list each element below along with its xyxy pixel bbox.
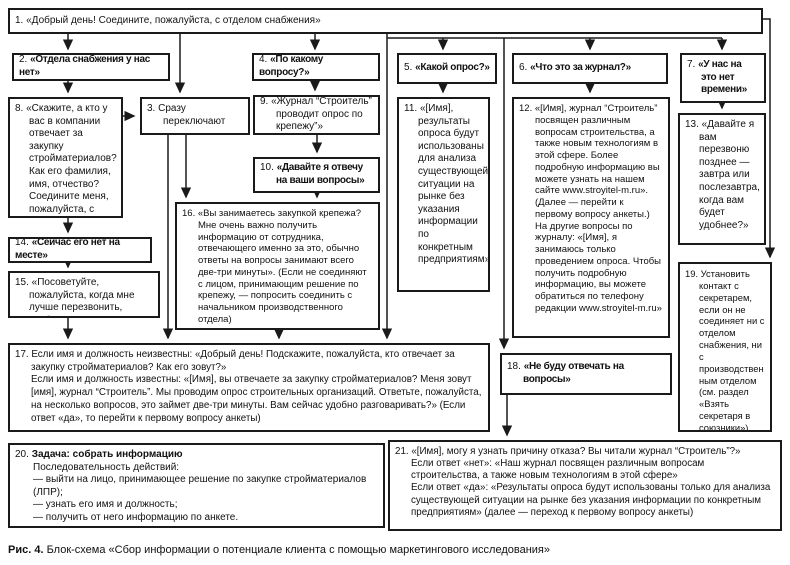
box-12-magazine-info: 12. «[Имя], журнал “Строитель” посвящен … <box>512 97 670 338</box>
box-20-text: 20. Задача: собрать информацию Последова… <box>15 449 378 525</box>
box-15-when-call-back: 15. «Посоветуйте, пожалуйста, когда мне … <box>8 271 160 318</box>
box-18-text: 18. «Не буду отвечать на вопросы» <box>507 361 624 385</box>
box-5-what-survey: 5. «Какой опрос?» <box>397 53 497 84</box>
box-8-text: 8. «Скажите, а кто у вас в компании отве… <box>15 103 117 215</box>
box-12-text: 12. «[Имя], журнал “Строитель” посвящен … <box>519 103 662 315</box>
box-18-refuse-answer: 18. «Не буду отвечать на вопросы» <box>500 353 672 395</box>
box-3-transferred: 3. Сразу переключают <box>140 97 250 135</box>
box-19-secretary-contact: 19. Установить контакт с секретарем, есл… <box>678 262 772 432</box>
box-7-no-time: 7. «У нас на это нет времени» <box>680 53 766 103</box>
box-2-no-supply-dept: 2. «Отдела снабжения у нас нет» <box>12 53 170 81</box>
box-13-text: 13. «Давайте я вам перезвоню позднее — з… <box>685 119 760 231</box>
figure-caption-text: Блок-схема «Сбор информации о потенциале… <box>43 544 550 556</box>
box-13-call-back-later: 13. «Давайте я вам перезвоню позднее — з… <box>678 113 766 245</box>
box-21-refusal-reason: 21. «[Имя], могу я узнать причину отказа… <box>388 440 782 531</box>
box-9-magazine-survey: 9. «Журнал “Строитель” проводит опрос по… <box>253 95 380 135</box>
box-6-text: 6. «Что это за журнал?» <box>519 62 631 74</box>
box-2-text: 2. «Отдела снабжения у нас нет» <box>19 54 150 78</box>
box-16-fastener-question: 16. «Вы занимаетесь закупкой крепежа? Мн… <box>175 202 380 330</box>
box-21-text: 21. «[Имя], могу я узнать причину отказа… <box>395 446 771 518</box>
box-19-text: 19. Установить контакт с секретарем, есл… <box>685 268 765 432</box>
box-11-results-usage: 11. «[Имя], результаты опроса будут испо… <box>397 97 490 292</box>
box-7-text: 7. «У нас на это нет времени» <box>687 59 747 96</box>
box-6-what-magazine: 6. «Что это за журнал?» <box>512 53 668 84</box>
box-10-text: 10. «Давайте я отвечу на ваши вопросы» <box>260 162 365 186</box>
box-3-text: 3. Сразу переключают <box>147 103 226 127</box>
box-17-decision-maker-talk: 17. Если имя и должность неизвестны: «До… <box>8 343 490 432</box>
box-5-text: 5. «Какой опрос?» <box>404 62 490 74</box>
box-14-text: 14. «Сейчас его нет на месте» <box>15 237 120 261</box>
box-20-title: 20. Задача: собрать информацию <box>15 449 183 460</box>
box-9-text: 9. «Журнал “Строитель” проводит опрос по… <box>260 96 372 133</box>
box-17-text: 17. Если имя и должность неизвестны: «До… <box>15 349 482 424</box>
box-20-task: 20. Задача: собрать информацию Последова… <box>8 443 385 528</box>
box-1-greeting: 1. «Добрый день! Соедините, пожалуйста, … <box>8 8 763 34</box>
box-16-text: 16. «Вы занимаетесь закупкой крепежа? Мн… <box>182 208 367 325</box>
box-10-answer-questions: 10. «Давайте я отвечу на ваши вопросы» <box>253 157 380 193</box>
box-15-text: 15. «Посоветуйте, пожалуйста, когда мне … <box>15 277 135 316</box>
figure-caption-label: Рис. 4. <box>8 544 44 556</box>
figure-caption: Рис. 4. Блок-схема «Сбор информации о по… <box>8 544 768 556</box>
box-4-text: 4. «По какому вопросу?» <box>259 54 324 78</box>
box-11-text: 11. «[Имя], результаты опроса будут испо… <box>404 103 490 266</box>
box-4-what-question: 4. «По какому вопросу?» <box>252 53 380 81</box>
box-8-who-buys: 8. «Скажите, а кто у вас в компании отве… <box>8 97 123 218</box>
box-14-not-in-place: 14. «Сейчас его нет на месте» <box>8 237 152 263</box>
box-1-text: 1. «Добрый день! Соедините, пожалуйста, … <box>15 14 321 26</box>
box-20-body: Последовательность действий: — выйти на … <box>33 461 367 523</box>
